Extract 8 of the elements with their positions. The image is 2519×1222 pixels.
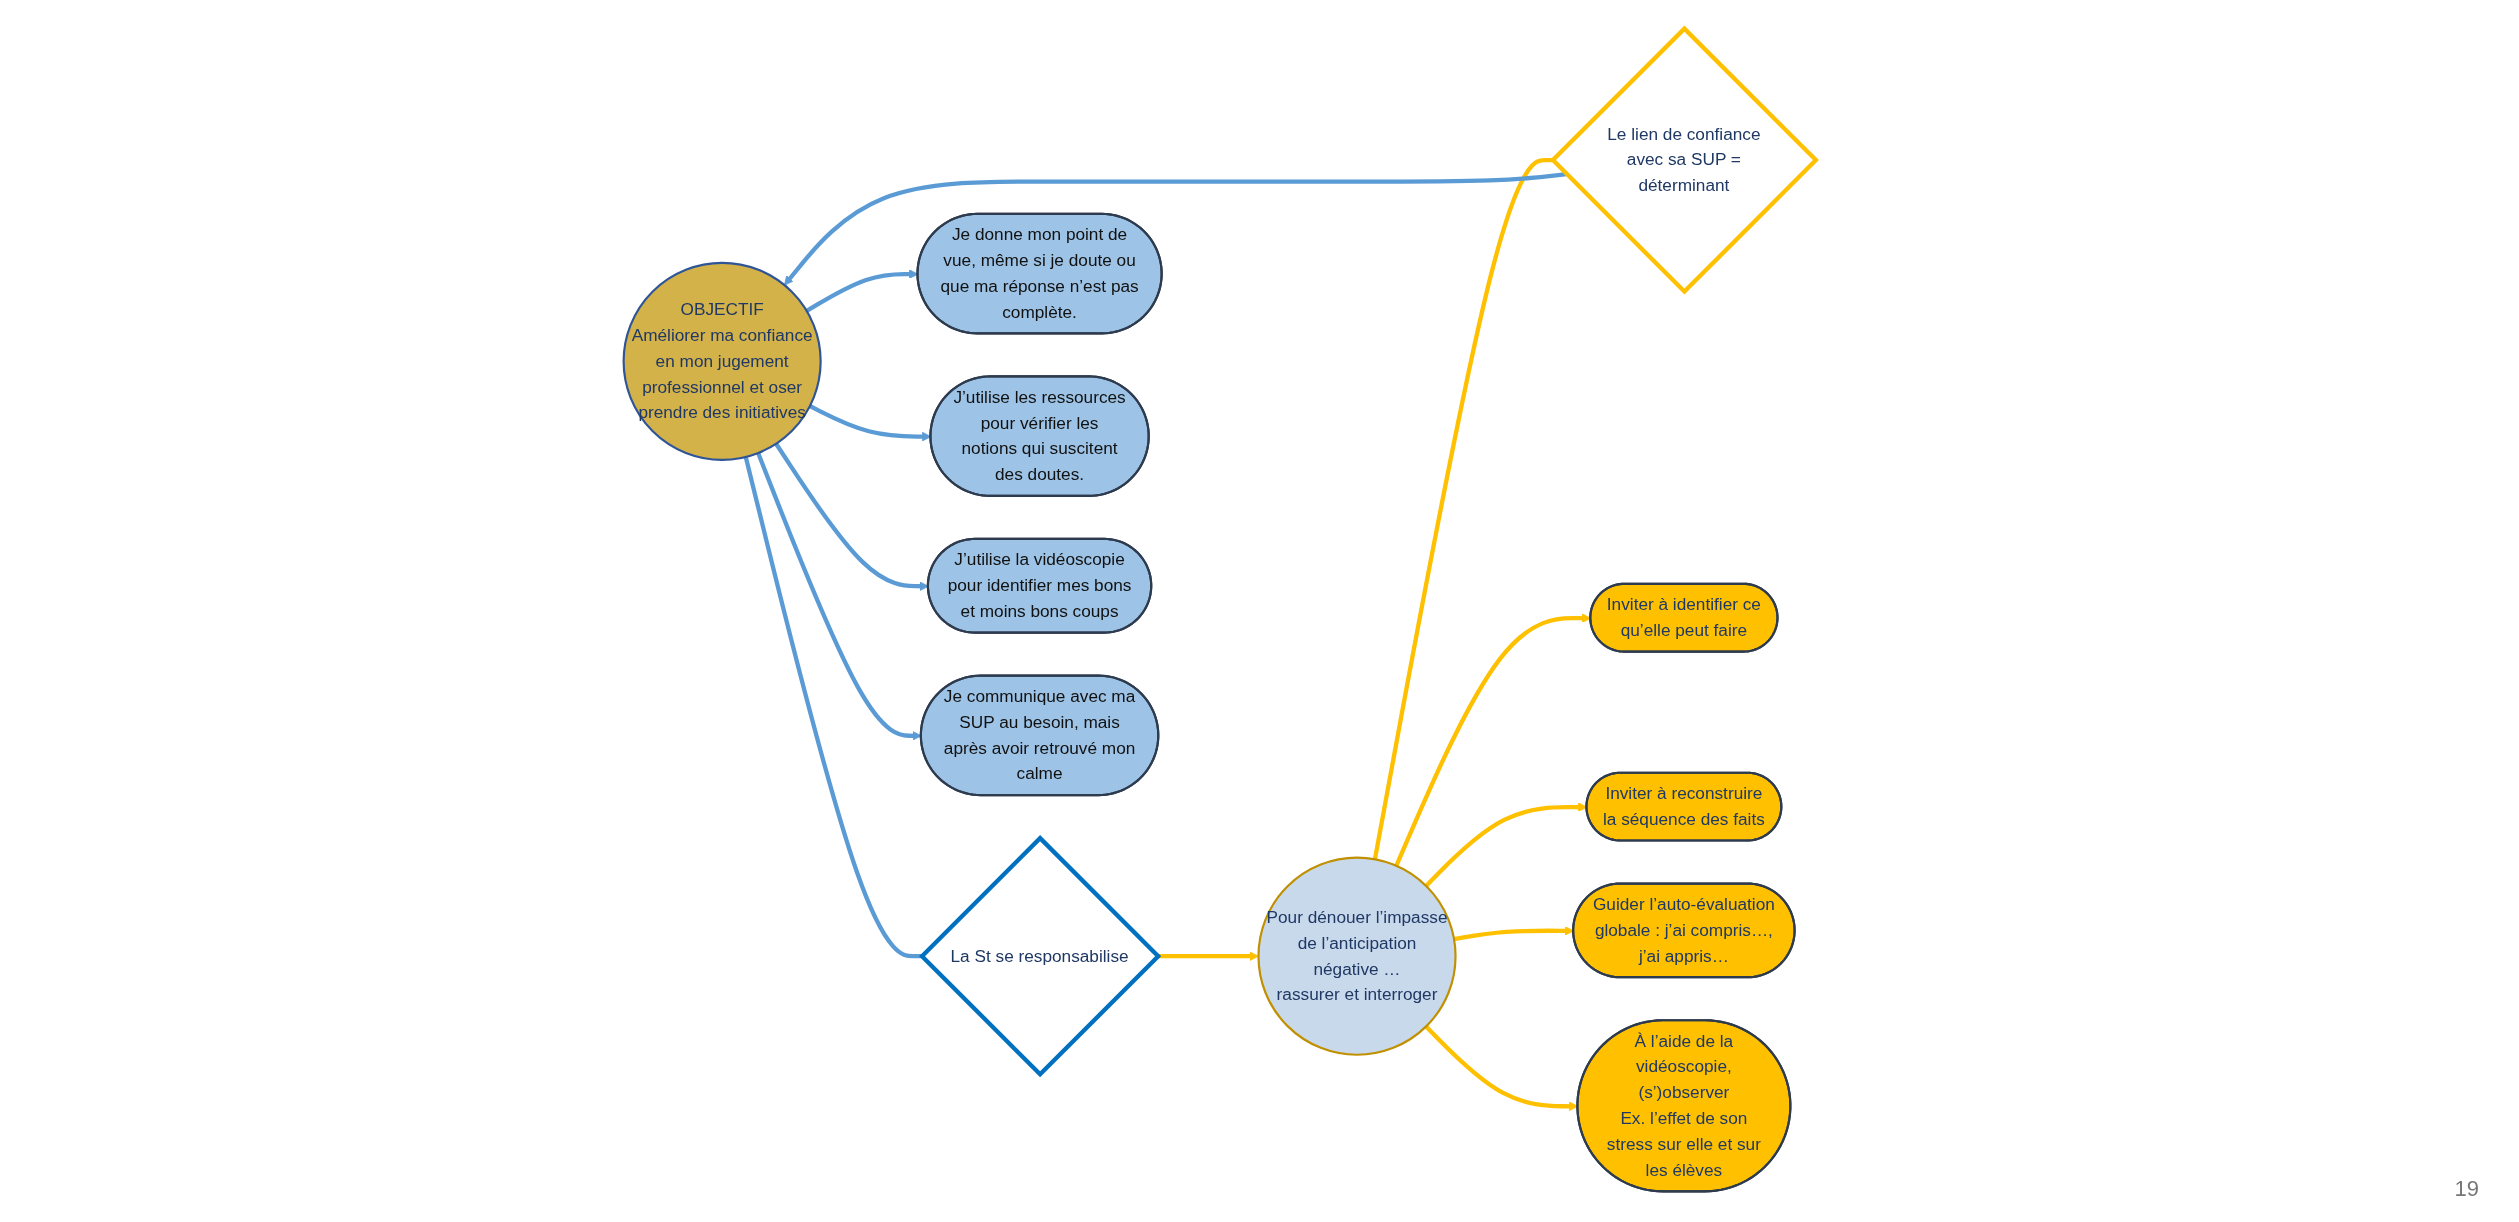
node-diamond: Le lien de confiance avec sa SUP = déterminant [1550, 25, 1820, 295]
connector [1373, 157, 1553, 860]
node-circle: OBJECTIF Améliorer ma confiance en mon jugement professionnel et oser prendre des initiatives [622, 261, 822, 461]
page-number: 19 [2454, 1176, 2479, 1201]
arrow [784, 172, 1567, 286]
node-diamond: La St se responsabilise [919, 835, 1162, 1078]
node-circle: Pour dénouer l’impasse de l’anticipation négative … rassurer et interroger [1257, 856, 1457, 1056]
connector [743, 456, 922, 959]
